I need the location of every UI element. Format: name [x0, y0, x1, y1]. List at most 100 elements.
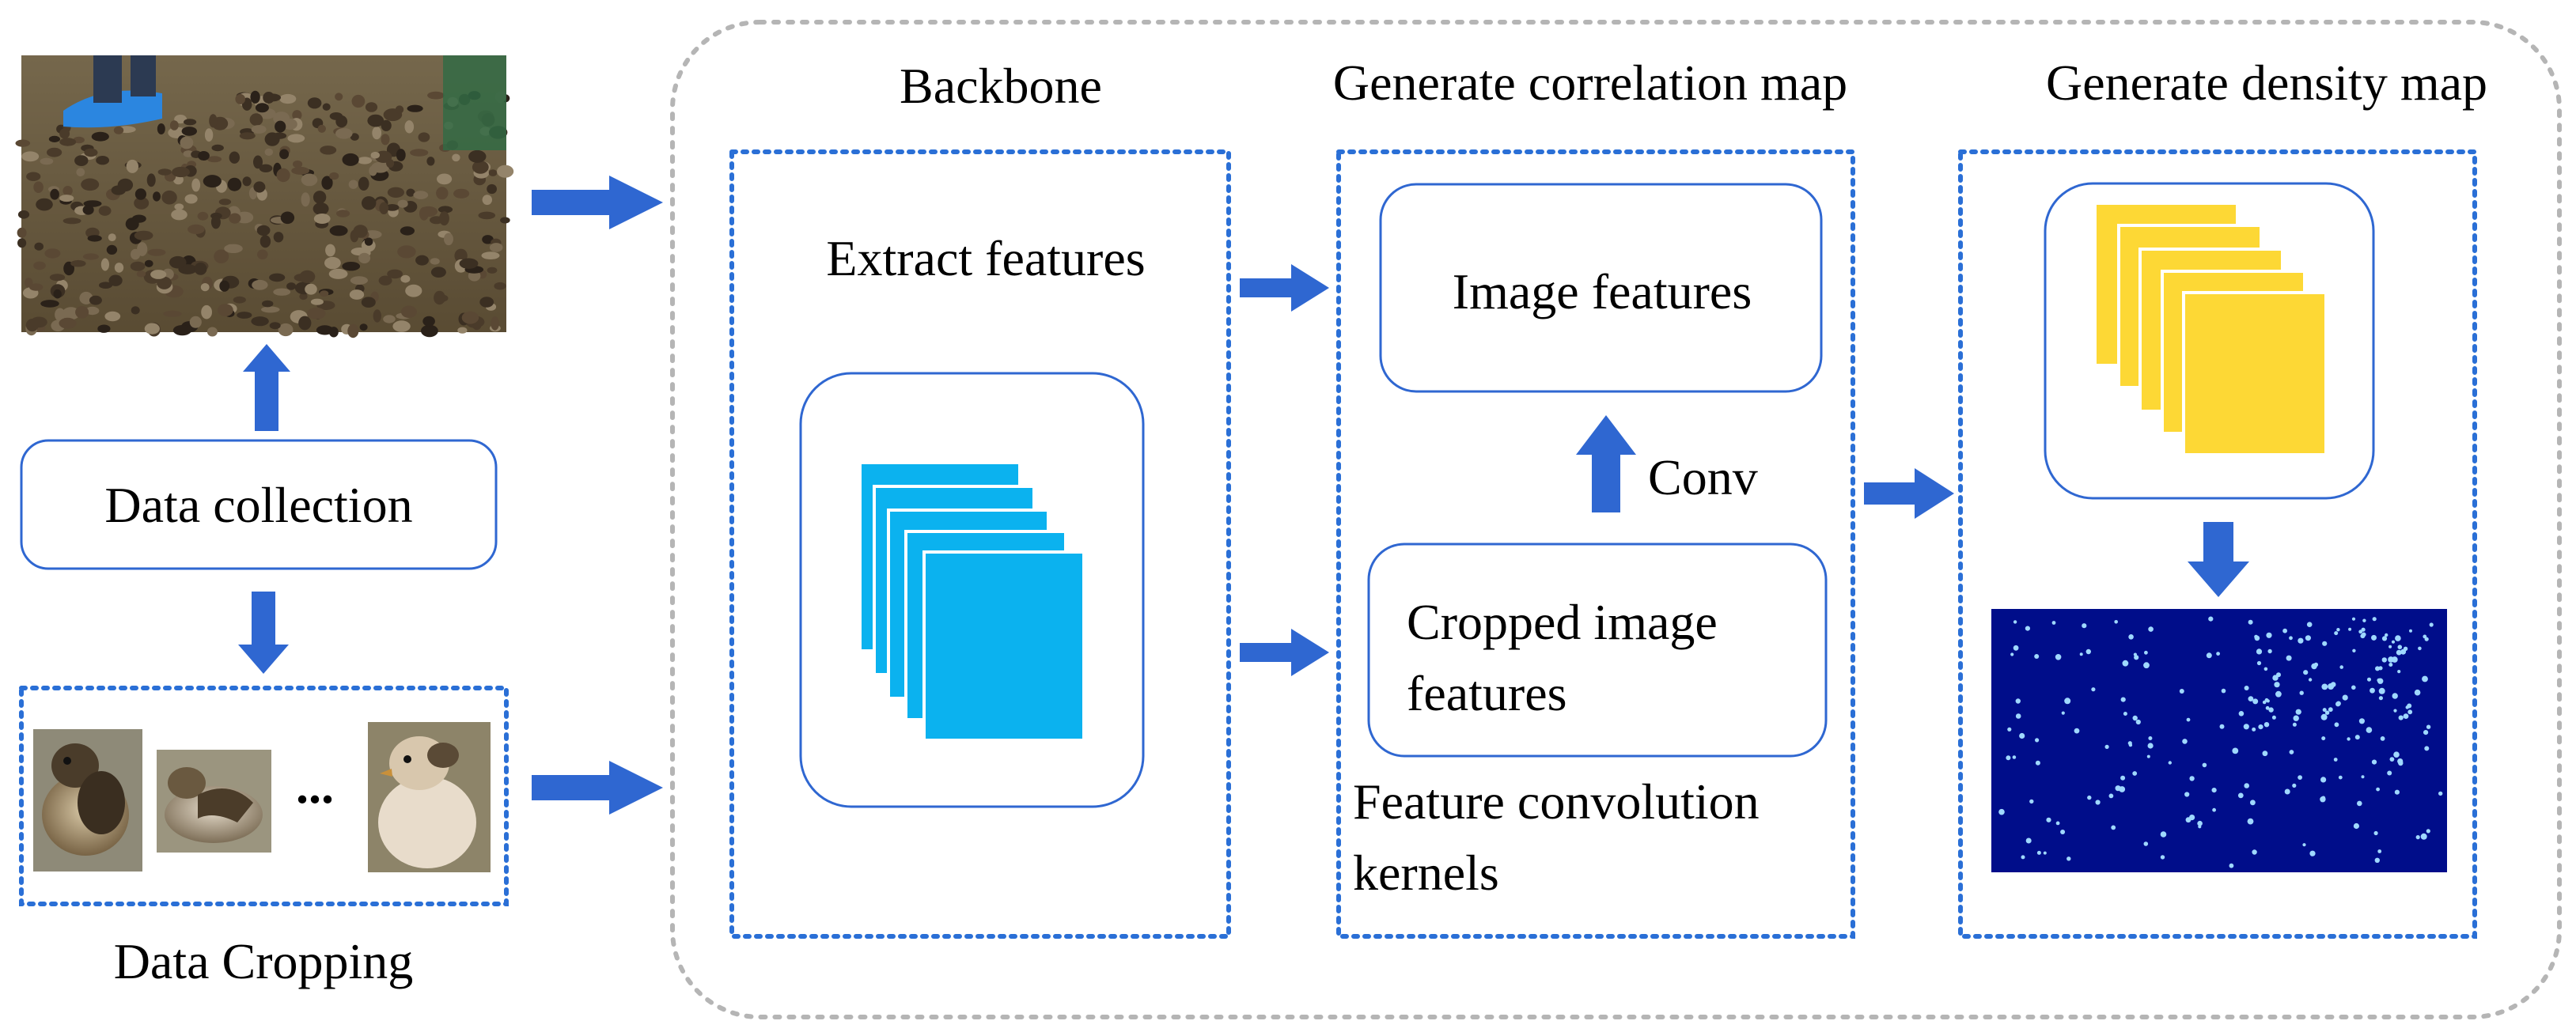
crowd-chick-mark: [62, 307, 80, 320]
density-dot: [2238, 711, 2245, 717]
density-dot: [2394, 789, 2400, 795]
crowd-chick-mark: [489, 243, 503, 252]
density-dot: [2357, 800, 2362, 807]
crowd-chick-mark: [85, 306, 100, 316]
density-dot: [2189, 776, 2195, 781]
crowd-chick-mark: [370, 151, 380, 159]
crowd-chick-mark: [430, 267, 446, 278]
density-dot: [2342, 694, 2348, 701]
density-dot: [2013, 620, 2017, 624]
crowd-chick-mark: [468, 149, 487, 163]
crowd-chick-mark: [210, 215, 221, 229]
crowd-chick-mark: [301, 173, 318, 187]
crowd-chick-mark: [259, 235, 271, 248]
crowd-chick-mark: [30, 316, 47, 328]
crowd-chick-mark: [104, 311, 121, 322]
density-dot: [2006, 755, 2011, 761]
density-dot: [2271, 715, 2276, 720]
density-dot: [2256, 660, 2262, 666]
density-dot: [2085, 648, 2091, 655]
crowd-chick-mark: [385, 204, 400, 211]
density-dot: [2206, 652, 2212, 659]
crowd-chick-mark: [387, 269, 403, 279]
density-dot: [2007, 727, 2012, 732]
crowd-chick-mark: [26, 172, 41, 181]
crowd-chick-mark: [108, 274, 123, 286]
crowd-chick-mark: [335, 93, 343, 101]
crowd-chick-mark: [91, 131, 109, 142]
crowd-chick-mark: [487, 267, 498, 274]
density-dot: [2144, 650, 2148, 655]
density-dot: [2373, 830, 2378, 836]
density-dot: [2134, 655, 2139, 660]
crowd-chick-mark: [40, 300, 59, 308]
density-dot: [2046, 817, 2051, 822]
crowd-chick-mark: [108, 233, 116, 241]
density-dot: [2237, 792, 2244, 799]
crowd-chick-mark: [494, 282, 506, 290]
arrow-down-collection-to-cropping-icon: [238, 592, 289, 674]
density-dot: [2282, 628, 2288, 633]
crowd-chick-mark: [298, 316, 312, 331]
crowd-chick-mark: [74, 155, 89, 167]
density-dot: [2403, 713, 2409, 719]
crowd-chick-mark: [117, 178, 134, 192]
crowd-chick-mark: [329, 172, 339, 180]
crowd-chick-mark: [387, 187, 404, 198]
crowd-chick-mark: [125, 217, 139, 231]
crowd-chick-mark: [63, 186, 73, 196]
crowd-chick-mark: [286, 282, 297, 290]
crowd-chick-mark: [386, 159, 395, 168]
crop-ellipsis: ...: [296, 758, 334, 814]
crowd-chick-mark: [457, 327, 468, 334]
density-dot: [2122, 660, 2129, 667]
crowd-chick-mark: [250, 90, 260, 104]
density-dot: [2186, 717, 2191, 722]
arrow-up-collection-to-photo-icon: [243, 344, 290, 431]
density-dot: [2263, 722, 2270, 728]
density-dot: [2360, 633, 2366, 639]
density-dot: [2321, 736, 2326, 741]
crowd-chick-mark: [342, 262, 361, 271]
crowd-chick-mark: [153, 191, 161, 202]
crowd-chick-mark: [367, 114, 385, 127]
crowd-chick-mark: [269, 273, 286, 282]
density-dot: [2051, 621, 2056, 625]
crowd-chick-mark: [180, 136, 194, 149]
image-features-box: [1379, 183, 1823, 393]
density-dot: [1998, 808, 2005, 815]
density-dot: [2221, 688, 2226, 694]
density-dot: [2143, 662, 2150, 669]
crowd-chick-mark: [336, 210, 350, 217]
crowd-chick-mark: [44, 248, 61, 259]
density-dot: [2361, 627, 2366, 632]
crowd-chick-mark: [313, 191, 327, 204]
arrow-backbone-to-image-features-icon: [1240, 264, 1329, 312]
density-dot: [2243, 724, 2249, 730]
crowd-chick-mark: [369, 165, 377, 176]
crowd-chick-mark: [320, 290, 329, 297]
crowd-chick-mark: [198, 151, 210, 161]
crowd-chick-mark: [169, 120, 179, 130]
density-dot: [2128, 634, 2134, 640]
crowd-chick-mark: [482, 195, 492, 206]
crowd-chick-mark: [348, 180, 358, 189]
crowd-chick-mark: [381, 119, 392, 131]
crowd-chick-mark: [481, 251, 500, 259]
density-dot: [2266, 632, 2272, 638]
crowd-chick-mark: [197, 211, 209, 221]
crowd-chick-mark: [237, 312, 252, 319]
crowd-chick-mark: [144, 323, 160, 335]
crowd-chick-mark: [378, 275, 392, 285]
crowd-chick-mark: [134, 188, 146, 200]
density-dot: [2252, 698, 2259, 705]
image-features-label: Image features: [1453, 263, 1752, 319]
crowd-chick-mark: [233, 296, 246, 304]
crowd-chick-mark: [96, 156, 109, 165]
crowd-chick-mark: [430, 258, 440, 265]
crowd-chick-mark: [209, 114, 218, 128]
crowd-chick-mark: [396, 149, 406, 161]
crowd-chick-mark: [321, 176, 333, 190]
density-dot: [2371, 759, 2377, 765]
density-dot: [2391, 640, 2396, 644]
